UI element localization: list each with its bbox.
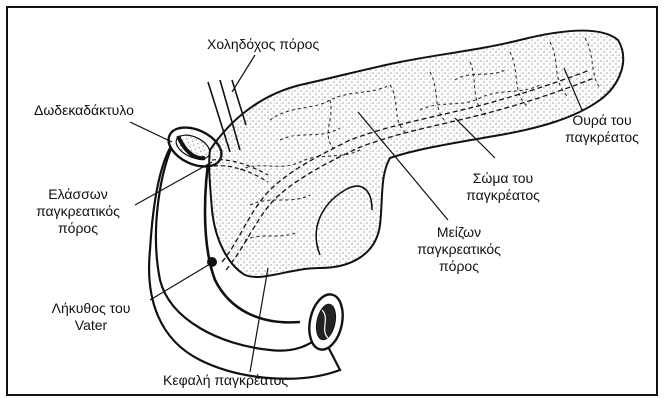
ampulla-text-line-1: Λήκυθος του <box>36 300 146 317</box>
label-tail: Ουρά του παγκρέατος <box>552 112 652 146</box>
label-ampulla: Λήκυθος του Vater <box>36 300 146 334</box>
minor-duct-text-line-2: παγκρεατικός <box>22 203 134 220</box>
label-bile-duct: Χοληδόχος πόρος <box>207 36 319 53</box>
minor-duct-text-line-1: Ελάσσων <box>22 186 134 203</box>
label-minor-duct: Ελάσσων παγκρεατικός πόρος <box>22 186 134 237</box>
body-text-line-2: παγκρέατος <box>448 187 558 204</box>
major-duct-text-line-1: Μείζων <box>403 224 515 241</box>
label-duodenum: Δωδεκαδάκτυλο <box>34 102 134 119</box>
leader-duodenum <box>130 122 172 142</box>
label-major-duct: Μείζων παγκρεατικός πόρος <box>403 224 515 275</box>
tail-text-line-1: Ουρά του <box>552 112 652 129</box>
head-text: Κεφαλή παγκρέατος <box>163 372 288 389</box>
leader-bile-duct <box>232 55 255 92</box>
duodenum-text: Δωδεκαδάκτυλο <box>34 102 134 119</box>
major-duct-text-line-3: πόρος <box>403 258 515 275</box>
leader-minor-duct <box>135 162 212 205</box>
major-duct-text-line-2: παγκρεατικός <box>403 241 515 258</box>
label-head: Κεφαλή παγκρέατος <box>163 372 288 389</box>
ampulla-text-line-2: Vater <box>36 317 146 334</box>
body-text-line-1: Σώμα του <box>448 170 558 187</box>
tail-text-line-2: παγκρέατος <box>552 129 652 146</box>
minor-duct-text-line-3: πόρος <box>22 220 134 237</box>
bile-duct-text: Χοληδόχος πόρος <box>207 36 319 53</box>
label-body: Σώμα του παγκρέατος <box>448 170 558 204</box>
